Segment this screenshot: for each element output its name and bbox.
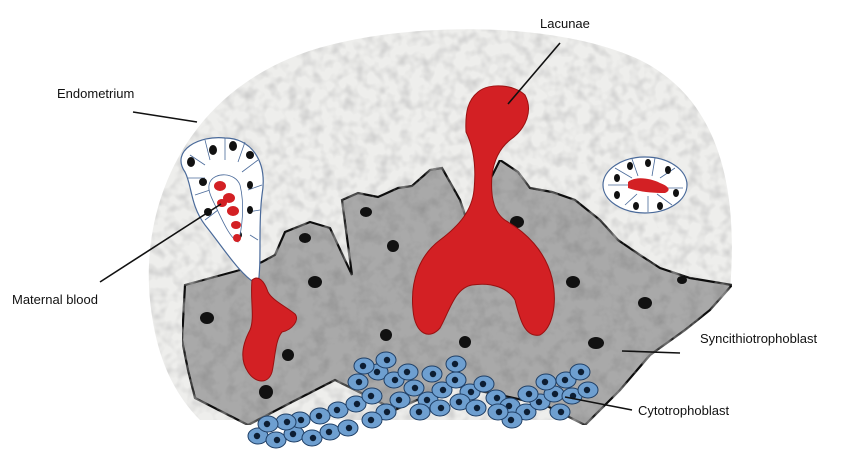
cytotrophoblast-nucleus <box>536 399 542 405</box>
cytotrophoblast-nucleus <box>474 405 480 411</box>
cytotrophoblast-nucleus <box>392 377 398 383</box>
cytotrophoblast-nucleus <box>298 417 304 423</box>
label-syncytiotrophoblast: Syncithiotrophoblast <box>700 331 817 346</box>
cytotrophoblast-nucleus <box>468 389 474 395</box>
cytotrophoblast-nucleus <box>384 357 390 363</box>
cytotrophoblast-nucleus <box>356 379 362 385</box>
cytotrophoblast-nucleus <box>316 413 322 419</box>
label-endometrium: Endometrium <box>57 86 134 101</box>
cytotrophoblast-nucleus <box>368 417 374 423</box>
cytotrophoblast-nucleus <box>526 391 532 397</box>
cytotrophoblast-nucleus <box>254 433 260 439</box>
cytotrophoblast-nucleus <box>274 437 280 443</box>
cytotrophoblast-nucleus <box>354 401 360 407</box>
cytotrophoblast-nucleus <box>558 409 564 415</box>
cytotrophoblast-nucleus <box>310 435 316 441</box>
cytotrophoblast-nucleus <box>542 379 548 385</box>
cytotrophoblast-nucleus <box>452 377 458 383</box>
cytotrophoblast-nucleus <box>438 405 444 411</box>
cytotrophoblast-nucleus <box>552 391 558 397</box>
cytotrophoblast-nucleus <box>430 371 436 377</box>
cytotrophoblast-nucleus <box>384 409 390 415</box>
cytotrophoblast-nucleus <box>396 397 402 403</box>
cytotrophoblast-nucleus <box>264 421 270 427</box>
label-lacunae: Lacunae <box>540 16 590 31</box>
label-maternal-blood: Maternal blood <box>12 292 98 307</box>
cytotrophoblast-nucleus <box>290 431 296 437</box>
cytotrophoblast-nucleus <box>416 409 422 415</box>
cytotrophoblast-nucleus <box>412 385 418 391</box>
cytotrophoblast-nucleus <box>440 387 446 393</box>
cytotrophoblast-nucleus <box>368 393 374 399</box>
cytotrophoblast-nucleus <box>452 361 458 367</box>
cytotrophoblast-nucleus <box>578 369 584 375</box>
cytotrophoblast-nucleus <box>496 409 502 415</box>
cytotrophoblast-nucleus <box>584 387 590 393</box>
cytotrophoblast-nucleus <box>480 381 486 387</box>
leader-endometrium <box>133 112 197 122</box>
cytotrophoblast-nucleus <box>404 369 410 375</box>
cytotrophoblast-nucleus <box>326 429 332 435</box>
cytotrophoblast-nucleus <box>424 397 430 403</box>
cytotrophoblast-nucleus <box>562 377 568 383</box>
cytotrophoblast-nucleus <box>524 409 530 415</box>
cytotrophoblast-nucleus <box>334 407 340 413</box>
small-vessel-right <box>603 157 687 213</box>
cytotrophoblast-nucleus <box>494 395 500 401</box>
label-cytotrophoblast: Cytotrophoblast <box>638 403 729 418</box>
cytotrophoblast-nucleus <box>508 417 514 423</box>
cytotrophoblast-nucleus <box>284 419 290 425</box>
cytotrophoblast-nucleus <box>346 425 352 431</box>
cytotrophoblast-nucleus <box>360 363 366 369</box>
cytotrophoblast-nucleus <box>374 369 380 375</box>
cytotrophoblast-nucleus <box>456 399 462 405</box>
